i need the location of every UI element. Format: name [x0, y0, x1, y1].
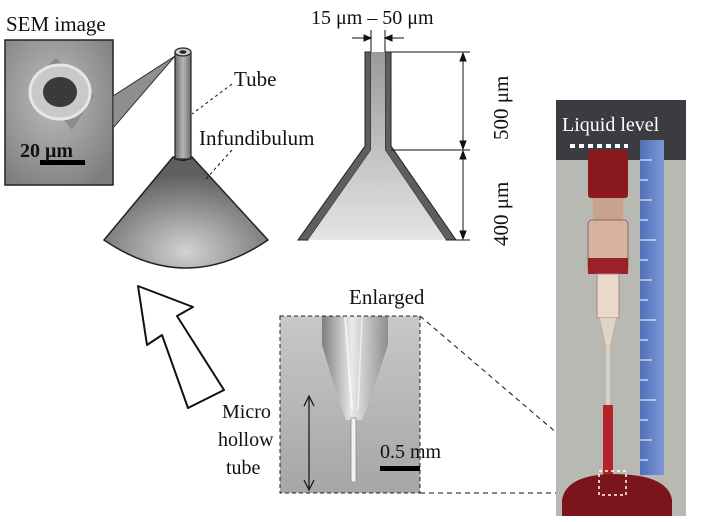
width-dimension — [352, 30, 404, 52]
micro-label-line3: tube — [226, 457, 261, 479]
sem-image — [5, 40, 113, 185]
liquid-level-label: Liquid level — [562, 114, 660, 136]
cross-section — [298, 52, 456, 240]
enlarged-label: Enlarged — [349, 285, 425, 309]
sem-image-label: SEM image — [6, 12, 106, 36]
tube-length-label: 500 μm — [489, 76, 513, 140]
width-range-label: 15 μm – 50 μm — [311, 7, 434, 29]
tube-label: Tube — [234, 67, 276, 91]
tube-leader — [192, 84, 232, 114]
device-photo — [556, 100, 686, 516]
hollow-arrow — [138, 286, 224, 408]
micro-label-line1: Micro — [222, 401, 271, 423]
micro-hollow-tube-label: Micro hollow tube — [218, 401, 279, 479]
sem-scale-label: 20 μm — [20, 140, 73, 162]
micro-label-line2: hollow — [218, 429, 274, 451]
sem-callout — [113, 56, 175, 128]
infundibulum-label: Infundibulum — [199, 126, 315, 150]
photo-scale-label: 0.5 mm — [380, 441, 442, 463]
photo-scale-bar — [380, 466, 420, 471]
funnel-height-label: 400 μm — [489, 182, 513, 246]
